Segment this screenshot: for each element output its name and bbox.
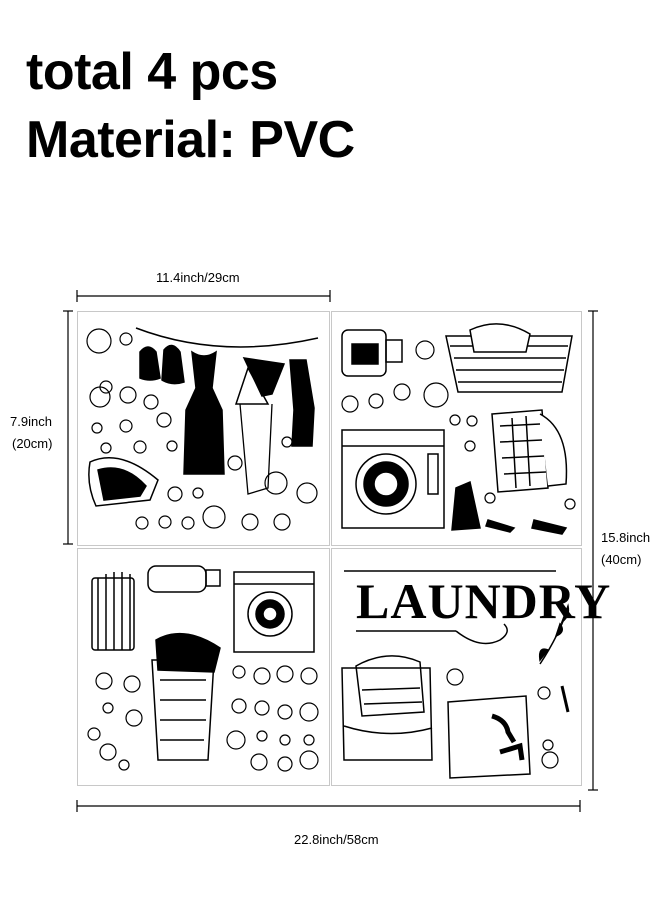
bubbles-panel-3 — [87, 665, 319, 772]
laundry-pile-illustration — [91, 565, 315, 761]
dimension-lines — [63, 290, 598, 812]
sticker-panel-laundry-text — [331, 548, 582, 786]
dimension-right-height-cm: (40cm) — [601, 552, 642, 567]
dimension-right-height-inch: 15.8inch — [601, 530, 651, 545]
bubbles-panel-1 — [86, 328, 318, 531]
dimension-left-height-inch: 7.9inch — [10, 414, 52, 429]
bubbles-panel-2 — [341, 340, 576, 510]
title-material: Material: PVC — [26, 111, 355, 169]
dimension-top-width: 11.4inch/29cm — [156, 270, 240, 285]
title-quantity: total 4 pcs — [26, 43, 278, 101]
laundry-word-art: LAUNDRY — [356, 573, 612, 629]
laundry-text-decor — [341, 570, 570, 779]
dimension-left-height-cm: (20cm) — [12, 436, 53, 451]
washer-panel-illustration — [341, 323, 573, 535]
dimension-bottom-width: 22.8inch/58cm — [294, 832, 379, 847]
clothesline-illustration — [88, 327, 319, 507]
bubbles-panel-4 — [446, 668, 559, 769]
